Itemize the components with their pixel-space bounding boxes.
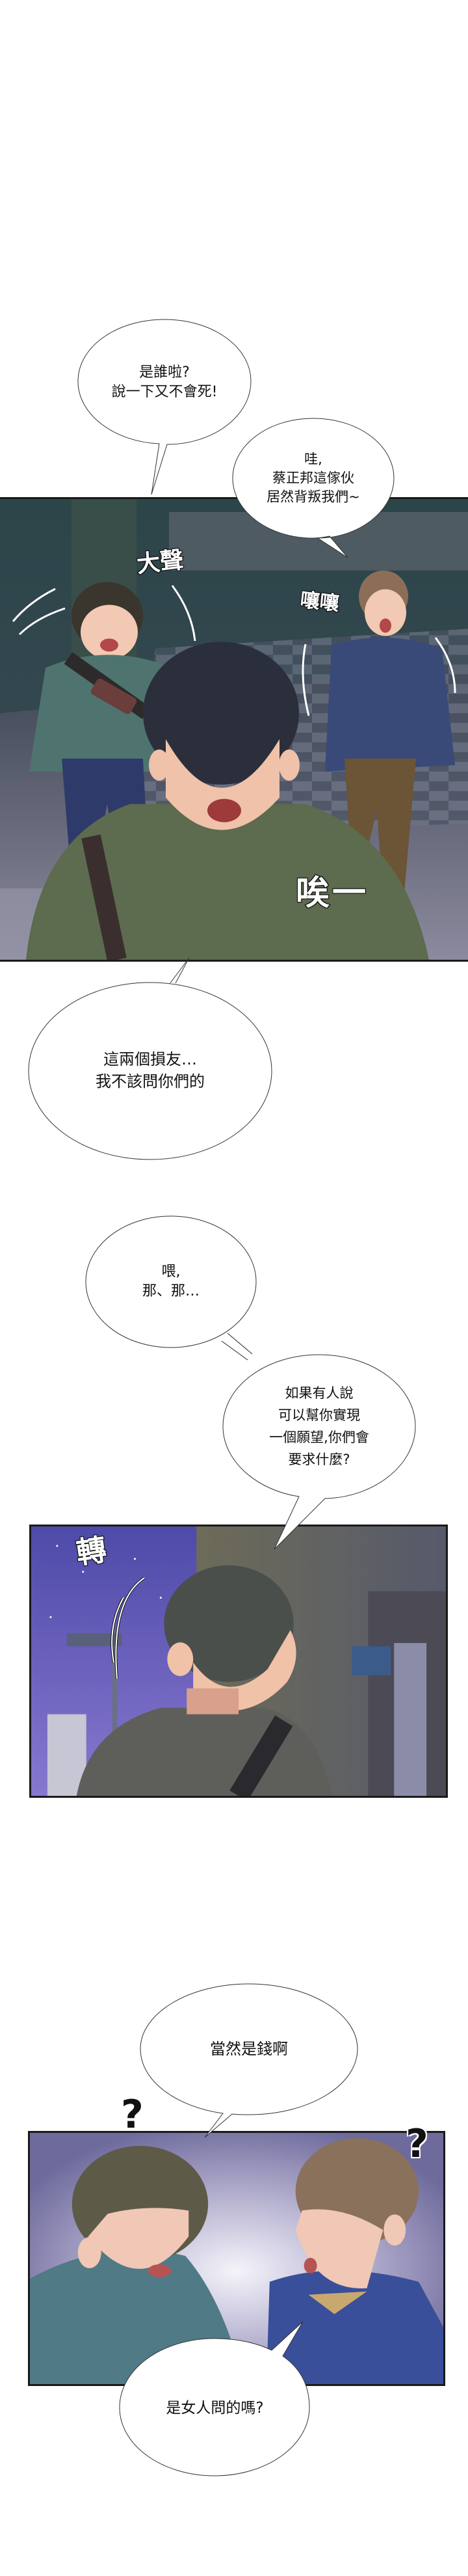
speech-bubble-did-a-woman-ask: 是女人問的嗎? (119, 2313, 311, 2477)
comic-panel-hallway (0, 497, 468, 962)
motion-lines-left-friend (12, 585, 196, 642)
bubble-text: 當然是錢啊 (210, 2040, 288, 2058)
sfx-sigh: 唉一 (295, 873, 369, 914)
question-mark-right: ? (406, 2121, 428, 2167)
speech-bubble-these-two-friends: 這兩個損友… 我不該問你們的 (28, 956, 272, 1160)
comic-panel-turning (29, 1525, 448, 1798)
sfx-turn: 轉 (73, 1531, 109, 1571)
bubble-shape (28, 957, 272, 1160)
bubble-text: 如果有人說 可以幫你實現 一個願望,你們會 要求什麼? (269, 1385, 369, 1467)
bubble-shape (232, 418, 395, 558)
bubble-text: 這兩個損友… 我不該問你們的 (96, 1050, 205, 1091)
bubble-connector (221, 1333, 252, 1361)
speech-bubble-who-is-it: 是誰啦? 說一下又不會死! (77, 319, 252, 495)
bubble-shape (222, 1354, 416, 1550)
speech-bubble-if-someone-said: 如果有人說 可以幫你實現 一個願望,你們會 要求什麼? (222, 1354, 416, 1550)
bubble-text: 是誰啦? 說一下又不會死! (111, 364, 218, 400)
motion-lines-right-friend (302, 637, 456, 716)
sfx-clamoring: 嚷嚷 (298, 588, 341, 616)
speech-bubble-betrayed-us: 哇, 蔡正邦這傢伙 居然背叛我們~ (232, 418, 395, 558)
bubble-shape (77, 319, 252, 495)
comic-panel-confused-friends (28, 2131, 445, 2386)
speech-bubble-hey-um: 喂, 那、那… (85, 1215, 257, 1348)
panel-art-confused (30, 2133, 443, 2384)
bubble-text: 喂, 那、那… (142, 1264, 200, 1299)
bubble-text: 是女人問的嗎? (166, 2400, 264, 2417)
panel-art-hallway (0, 499, 468, 960)
bubble-text: 哇, 蔡正邦這傢伙 居然背叛我們~ (266, 451, 360, 505)
bubble-shape (119, 2321, 310, 2476)
motion-lines-turn (110, 1577, 146, 1679)
bubble-shape (140, 1983, 358, 2138)
bubble-shape (85, 1215, 257, 1348)
question-mark-left: ? (121, 2092, 144, 2137)
panel-art-turning (31, 1526, 446, 1796)
speech-bubble-money-of-course: 當然是錢啊 (140, 1983, 358, 2139)
